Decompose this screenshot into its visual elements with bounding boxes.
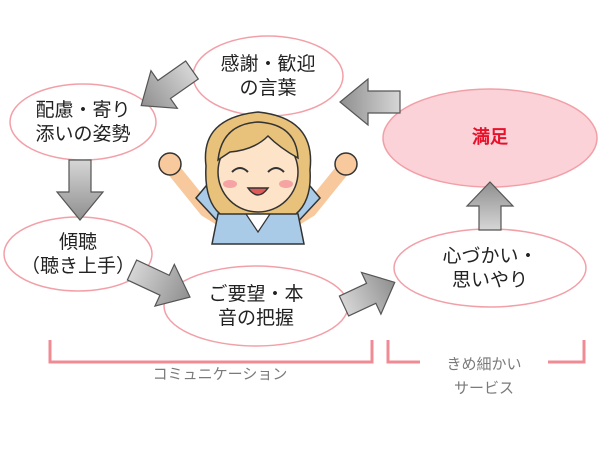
- node-understanding-label: ご要望・本 音の把握: [208, 283, 304, 329]
- arrow-thoughtfulness-to-satisfaction: [465, 181, 515, 231]
- node-satisfaction-label: 満足: [472, 127, 508, 148]
- arrow-listening-to-understanding: [126, 259, 191, 307]
- arrow-consideration-to-listening: [55, 159, 105, 221]
- node-consideration-label: 配慮・寄り 添いの姿勢: [35, 99, 131, 145]
- arrow-gratitude-to-consideration: [140, 60, 200, 110]
- woman-raising-hands-illustration: [158, 111, 358, 245]
- arrow-satisfaction-to-gratitude: [339, 77, 401, 127]
- section-service-label: きめ細かい サービス: [446, 355, 522, 397]
- bracket-communication: [48, 340, 374, 364]
- section-communication-label: コミュニケーション: [152, 365, 288, 383]
- node-gratitude-label: 感謝・歓迎 の言葉: [220, 53, 316, 99]
- node-thoughtfulness-label: 心づかい・ 思いやり: [442, 245, 538, 291]
- arrow-understanding-to-thoughtfulness: [338, 271, 396, 317]
- bracket-service: [386, 340, 586, 364]
- node-listening-label: 傾聴 （聴き上手）: [20, 231, 135, 277]
